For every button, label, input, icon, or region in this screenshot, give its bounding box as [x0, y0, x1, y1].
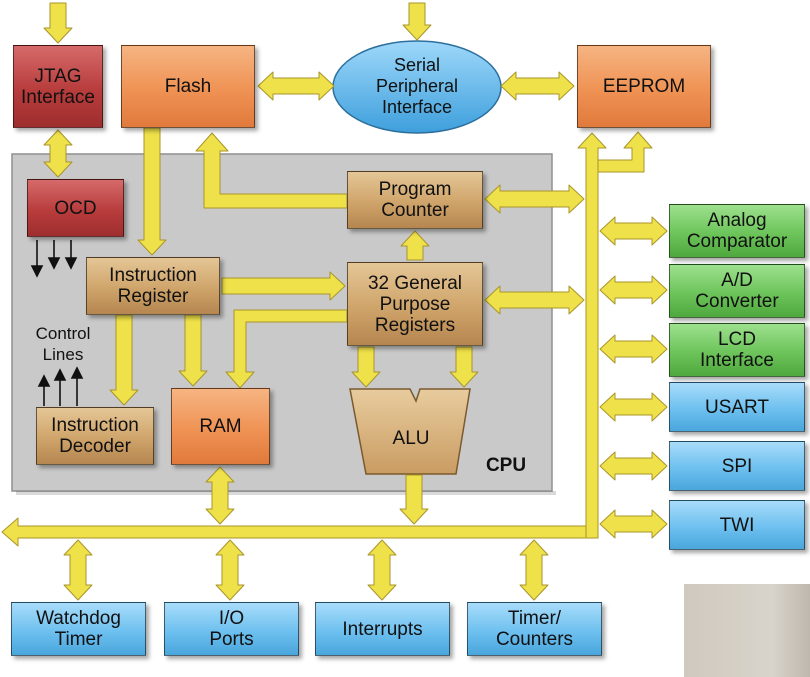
bottom-bus-arrow-1: [215, 539, 245, 601]
ram-bus-arrow: [205, 466, 235, 525]
data-bus: [1, 2, 668, 601]
alu-label: ALU: [392, 428, 430, 449]
ad-converter-block: A/D Converter: [669, 264, 805, 318]
eeprom-block: EEPROM: [577, 45, 711, 128]
ir-reg-arrow: [221, 271, 346, 301]
serial-peripheral-interface-label: Serial Peripheral Interface: [375, 55, 459, 117]
pc-bus-arrow: [484, 184, 585, 214]
flash-ir-arrow: [137, 127, 167, 256]
reg-alu-right-arrow: [449, 346, 479, 388]
alu-bus-arrow: [399, 474, 429, 525]
right-bus: [577, 132, 607, 539]
eeprom-bus-link: [597, 131, 653, 173]
flash-block: Flash: [121, 45, 255, 128]
peripheral-bus-arrow-0: [599, 216, 668, 246]
ocd-output-arrows: [30, 240, 78, 278]
reg-alu-left-arrow: [351, 346, 381, 388]
control-lines-label: Control Lines: [35, 324, 91, 364]
bottom-bus-arrow-0: [63, 539, 93, 601]
peripheral-bus-arrow-2: [599, 334, 668, 364]
control-lines-arrows: [37, 366, 84, 406]
twi-block: TWI: [669, 500, 805, 550]
interrupts-block: Interrupts: [315, 602, 450, 656]
timer-counters-block: Timer/ Counters: [467, 602, 602, 656]
instruction-decoder-block: Instruction Decoder: [36, 407, 154, 465]
peripheral-bus-arrow-4: [599, 451, 668, 481]
instruction-register-block: Instruction Register: [86, 257, 220, 315]
program-counter-block: Program Counter: [347, 171, 483, 229]
peripheral-bus-arrow-1: [599, 275, 668, 305]
jtag-ocd-arrow: [43, 129, 73, 178]
peripheral-bus-arrow-3: [599, 392, 668, 422]
jtag-input-arrow: [43, 2, 73, 44]
ocd-block: OCD: [27, 179, 124, 237]
io-ports-block: I/O Ports: [164, 602, 299, 656]
reg-ram-arrow: [225, 309, 348, 389]
general-purpose-registers-block: 32 General Purpose Registers: [347, 262, 483, 346]
ir-decoder-arrow: [109, 314, 139, 406]
alu-shape: [349, 388, 471, 475]
watchdog-timer-block: Watchdog Timer: [11, 602, 146, 656]
main-bus: [1, 517, 587, 547]
reg-bus-arrow: [484, 285, 585, 315]
pc-flash-arrow: [195, 132, 348, 209]
bottom-bus-arrow-3: [519, 539, 549, 601]
spi-input-arrow: [402, 2, 432, 41]
corner-decoration: [684, 584, 810, 677]
lcd-interface-block: LCD Interface: [669, 323, 805, 377]
spi-block: SPI: [669, 441, 805, 491]
cpu-label: CPU: [485, 455, 527, 476]
ir-ram-arrow: [178, 314, 208, 387]
peripheral-bus-arrow-5: [599, 509, 668, 539]
analog-comparator-block: Analog Comparator: [669, 204, 805, 258]
jtag-interface-block: JTAG Interface: [13, 45, 103, 128]
ram-block: RAM: [171, 388, 270, 465]
reg-pc-arrow: [400, 230, 430, 261]
flash-spi-arrow: [257, 71, 335, 101]
usart-block: USART: [669, 382, 805, 432]
bottom-bus-arrow-2: [367, 539, 397, 601]
spi-eeprom-arrow: [500, 71, 575, 101]
